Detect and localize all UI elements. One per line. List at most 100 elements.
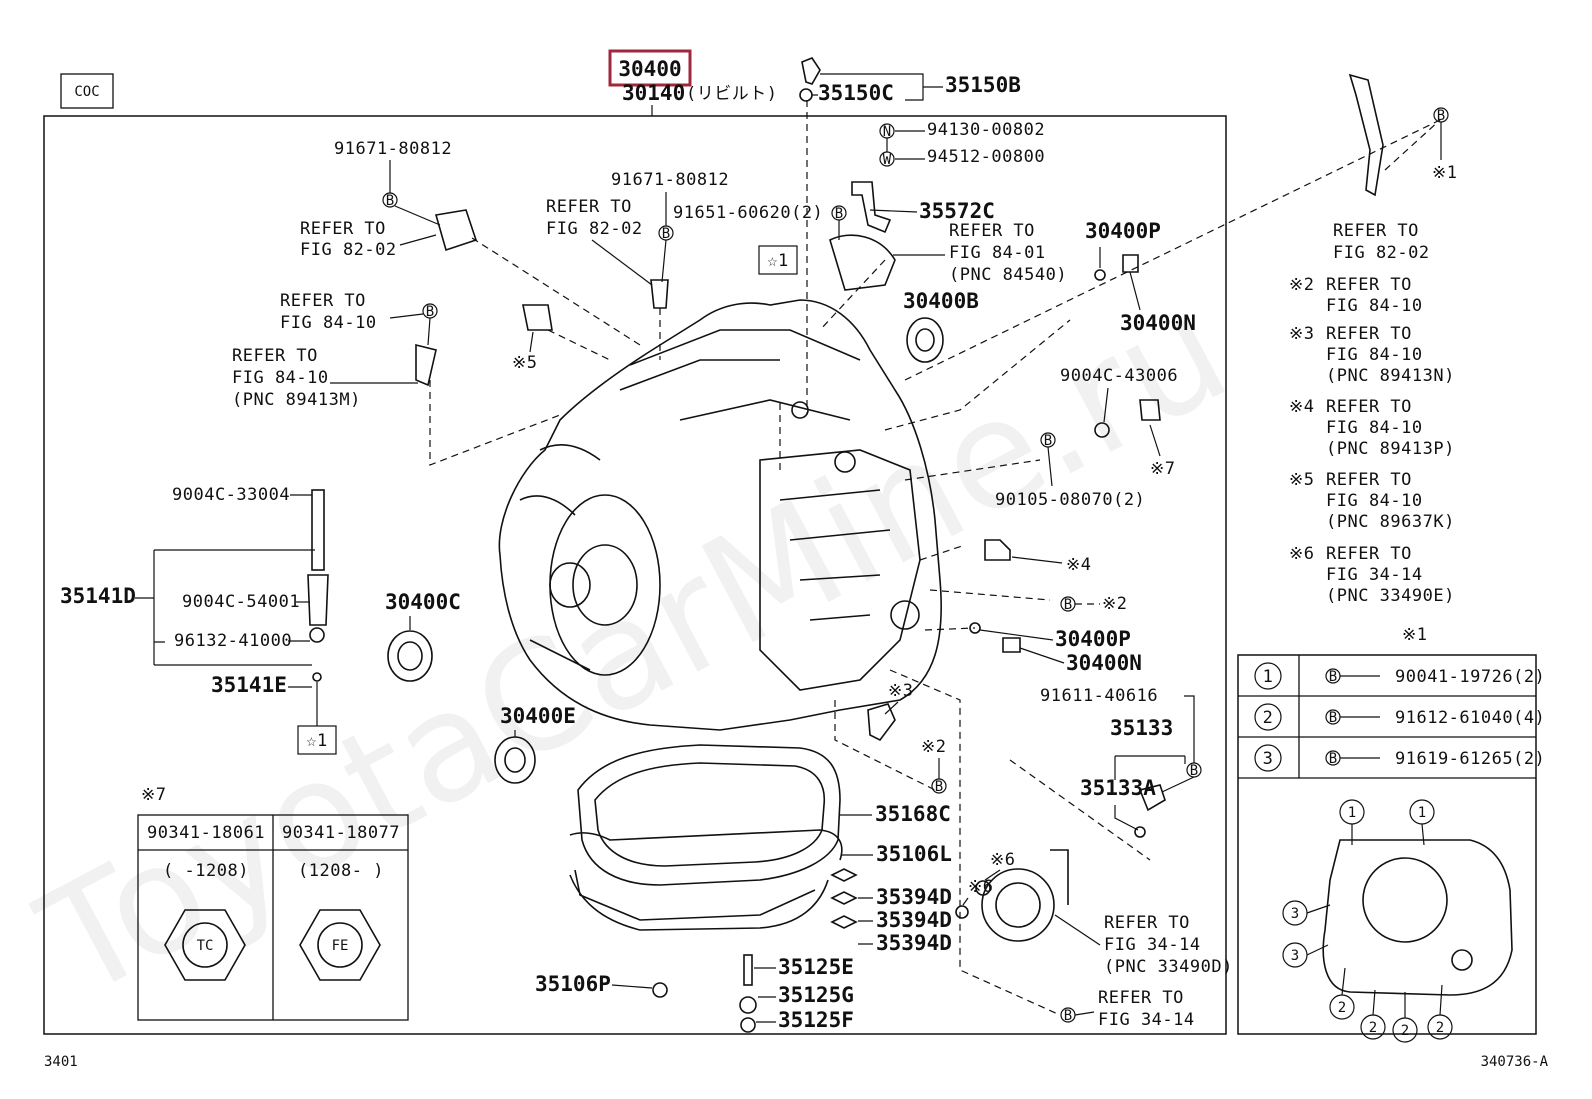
callout-35150C[interactable]: 35150C: [818, 81, 894, 105]
bolt-ref: 1: [1348, 805, 1356, 821]
leader: [1047, 446, 1053, 487]
refer-line: FIG 84-01: [949, 243, 1046, 263]
note-mark: ※5: [1289, 470, 1314, 490]
note-line: (PNC 89637K): [1326, 512, 1455, 532]
callout-30400C[interactable]: 30400C: [385, 590, 461, 614]
callout-35125E[interactable]: 35125E: [778, 955, 854, 979]
callout-35150B[interactable]: 35150B: [945, 73, 1021, 97]
refer-r7[interactable]: REFER TO FIG 34-14: [1098, 988, 1195, 1030]
callout-9004C54001[interactable]: 9004C-54001: [182, 592, 300, 612]
callout-35141E[interactable]: 35141E: [211, 673, 287, 697]
plug-hex-1: [164, 909, 246, 981]
main-part-highlight[interactable]: [608, 49, 692, 87]
note-line: FIG 34-14: [1326, 565, 1423, 585]
bolt-part[interactable]: 91619-61265(2): [1395, 749, 1545, 769]
callout-91611[interactable]: 91611-40616: [1040, 686, 1158, 706]
refer-line: (PNC 89413M): [232, 390, 361, 410]
symbol-b-label: B: [1329, 710, 1337, 726]
plug-range-2: (1208- ): [298, 861, 384, 881]
refer-r1[interactable]: REFER TO FIG 82-02: [300, 219, 397, 260]
callout-35106P[interactable]: 35106P: [535, 972, 611, 996]
refer-r2[interactable]: REFER TO FIG 82-02: [546, 197, 643, 239]
leader: [962, 897, 969, 906]
callout-9004C43006[interactable]: 9004C-43006: [1060, 366, 1178, 386]
refer-r5[interactable]: REFER TO FIG 84-01 (PNC 84540): [949, 221, 1067, 285]
code-box-label: COC: [74, 84, 99, 100]
note-line: FIG 84-10: [1326, 418, 1423, 438]
note-line: FIG 84-10: [1326, 296, 1423, 316]
note-line: REFER TO: [1326, 544, 1412, 564]
callout-35125F[interactable]: 35125F: [778, 1008, 854, 1032]
refer-r4[interactable]: REFER TO FIG 84-10 (PNC 89413M): [232, 346, 361, 410]
plug-part-1[interactable]: 90341-18061: [147, 823, 265, 843]
leader: [1074, 1011, 1095, 1016]
refer-line: FIG 34-14: [1098, 1010, 1195, 1030]
callout-94130[interactable]: 94130-00802: [927, 120, 1045, 140]
leader: [1184, 695, 1195, 763]
callout-30400E[interactable]: 30400E: [500, 704, 576, 728]
callout-35168C[interactable]: 35168C: [875, 802, 951, 826]
callout-30400N-b[interactable]: 30400N: [1066, 651, 1142, 675]
bolt-num-circle: [1254, 744, 1282, 772]
refer-r6[interactable]: REFER TO FIG 34-14 (PNC 33490D): [1104, 913, 1233, 977]
callout-30400P-b[interactable]: 30400P: [1055, 627, 1131, 651]
callout-90105[interactable]: 90105-08070(2): [995, 490, 1145, 510]
callout-35141D[interactable]: 35141D: [60, 584, 136, 608]
main-part-number[interactable]: 30400: [618, 57, 681, 81]
refer-r8[interactable]: REFER TO FIG 82-02: [1333, 221, 1430, 263]
callout-91671b[interactable]: 91671-80812: [611, 170, 729, 190]
refer-line: REFER TO: [300, 219, 386, 239]
leader: [611, 984, 653, 989]
callout-35133A[interactable]: 35133A: [1080, 776, 1156, 800]
leader: [1129, 271, 1141, 311]
note-mark-1: ※1: [1432, 163, 1457, 183]
leader: [984, 869, 1001, 881]
note-mark-2: ※2: [921, 737, 946, 757]
leader: [1054, 914, 1101, 946]
note-line: REFER TO: [1326, 470, 1412, 490]
refer-r3[interactable]: REFER TO FIG 84-10: [280, 291, 377, 333]
refer-line: REFER TO: [949, 221, 1035, 241]
callout-30400B[interactable]: 30400B: [903, 289, 979, 313]
callout-35394D-3[interactable]: 35394D: [876, 931, 952, 955]
plug-table-title: ※7: [141, 785, 166, 805]
star-box: [758, 245, 798, 275]
callout-94512[interactable]: 94512-00800: [927, 147, 1045, 167]
leader: [661, 192, 667, 283]
plug-mark-1: TC: [197, 938, 214, 954]
callout-9004C33004[interactable]: 9004C-33004: [172, 485, 290, 505]
callout-35572C[interactable]: 35572C: [919, 199, 995, 223]
note-line: (PNC 33490E): [1326, 586, 1455, 606]
callout-35125G[interactable]: 35125G: [778, 983, 854, 1007]
symbol-b-label: B: [1437, 108, 1445, 124]
plug-part-2[interactable]: 90341-18077: [282, 823, 400, 843]
symbol-b-label: B: [1044, 433, 1052, 449]
leader: [754, 967, 776, 1023]
callout-91651[interactable]: 91651-60620(2): [673, 203, 823, 223]
bolt-ref: 2: [1401, 1023, 1409, 1039]
note-list: ※2 REFER TO FIG 84-10 ※3 REFER TO FIG 84…: [1289, 275, 1455, 606]
note-mark-4: ※4: [1066, 555, 1091, 575]
callout-30400N-a[interactable]: 30400N: [1120, 311, 1196, 335]
bolt-part[interactable]: 90041-19726(2): [1395, 667, 1545, 687]
callout-35394D-1[interactable]: 35394D: [876, 885, 952, 909]
leader: [812, 73, 943, 101]
sub-part-number[interactable]: 30140: [622, 81, 685, 105]
note-2: ※2 REFER TO FIG 84-10: [1289, 275, 1423, 316]
bolt-num: 3: [1263, 749, 1274, 769]
bolt-part[interactable]: 91612-61040(4): [1395, 708, 1545, 728]
callout-96132[interactable]: 96132-41000: [174, 631, 292, 651]
leader: [529, 331, 534, 353]
leader: [399, 234, 437, 246]
callout-91671a[interactable]: 91671-80812: [334, 139, 452, 159]
callout-35394D-2[interactable]: 35394D: [876, 908, 952, 932]
leader: [1103, 387, 1109, 423]
main-frame: [43, 115, 1227, 1035]
callout-35133[interactable]: 35133: [1110, 716, 1173, 740]
leader: [979, 629, 1054, 641]
callout-35106L[interactable]: 35106L: [876, 842, 952, 866]
symbol-b-label: B: [662, 226, 670, 242]
callout-30400P-a[interactable]: 30400P: [1085, 219, 1161, 243]
note-mark-2: ※2: [1102, 594, 1127, 614]
bolt-ref: 2: [1369, 1020, 1377, 1036]
